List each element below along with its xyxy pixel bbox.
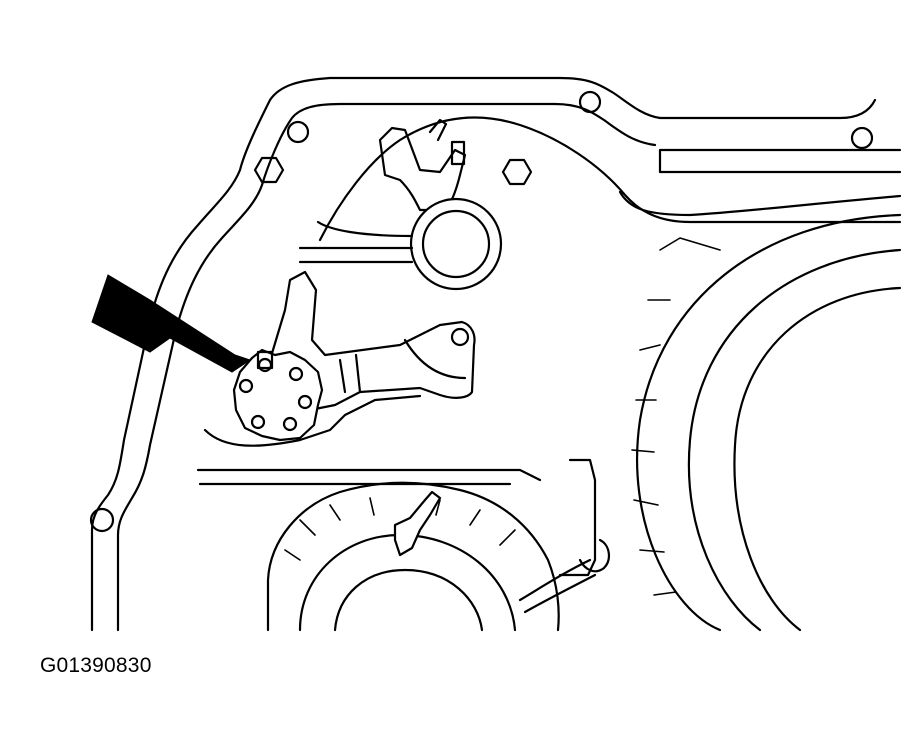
large-housing-ribs	[631, 237, 721, 596]
port-boss-line	[298, 220, 414, 264]
right-bracket	[558, 458, 610, 577]
sensor-lead	[428, 118, 448, 142]
upper-rib-2	[658, 148, 902, 174]
hex-bolt	[253, 156, 285, 184]
large-housing-inner	[733, 286, 902, 632]
figure-code: G01390830	[40, 654, 152, 677]
upper-port-inner	[421, 209, 491, 279]
component-hole	[282, 416, 298, 432]
housing-inner-outline	[116, 102, 657, 632]
component-hole	[250, 414, 266, 430]
mid-rib	[203, 394, 422, 447]
adjust-bolt	[256, 350, 274, 370]
mid-rib-2	[196, 468, 542, 486]
arm-detail	[338, 338, 467, 394]
flange-bolt-hole	[578, 90, 602, 114]
side-pipe	[518, 558, 597, 614]
component-hole	[288, 366, 304, 382]
flange-bolt-hole	[850, 126, 874, 150]
pointed-component	[232, 348, 324, 442]
top-right-rib	[618, 190, 902, 217]
lower-housing-outer	[266, 481, 560, 632]
flange-bolt-hole	[286, 120, 310, 144]
large-housing-outer	[635, 213, 902, 632]
upper-port-outer	[409, 197, 503, 291]
sensor-connector	[450, 140, 466, 166]
component-hole	[238, 378, 254, 394]
arm-pivot-hole	[450, 327, 470, 347]
large-housing-mid	[687, 248, 902, 632]
component-hole	[297, 394, 313, 410]
pointer-arrow	[91, 274, 252, 373]
sensor-bracket	[378, 126, 467, 212]
lower-pulley-inner	[333, 568, 484, 632]
housing-outer-outline	[90, 76, 877, 632]
hex-bolt	[501, 158, 533, 186]
lower-pulley-teeth	[284, 497, 516, 561]
flange-bolt-hole	[89, 507, 115, 533]
upper-rib	[318, 116, 902, 242]
lower-bracket	[393, 490, 442, 557]
